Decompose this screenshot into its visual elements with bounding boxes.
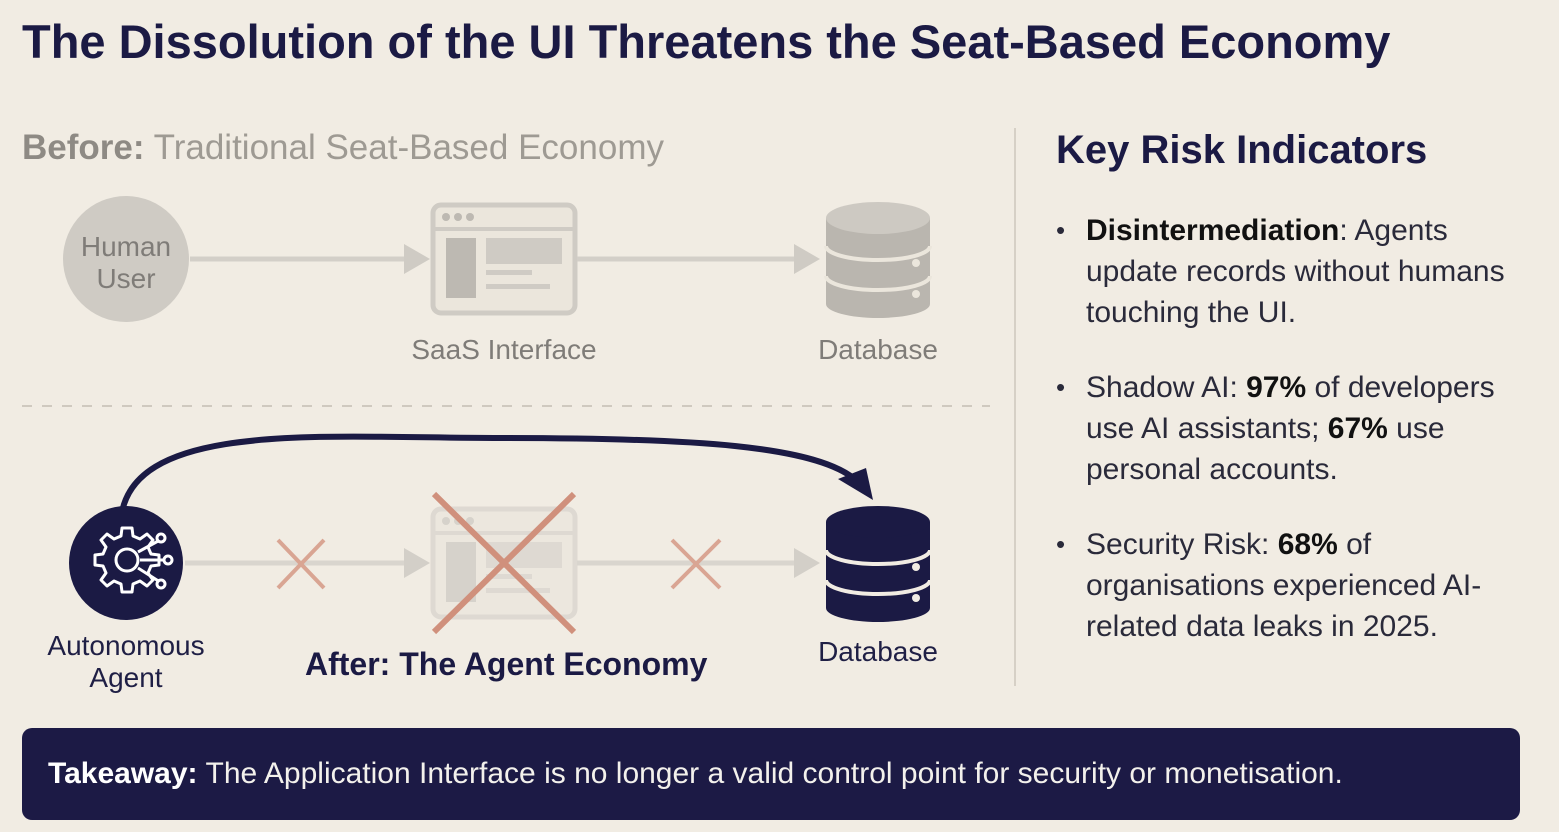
after-heading: After: The Agent Economy (305, 646, 708, 682)
saas-interface-label: SaaS Interface (411, 334, 597, 365)
flow-diagram (22, 196, 990, 635)
bullet: • (1056, 215, 1066, 245)
browser-window-icon (430, 202, 578, 316)
arrowhead-interface-to-db (794, 244, 820, 274)
agent-label-line1: Autonomous (47, 630, 205, 661)
before-heading-bold: Before: (22, 128, 145, 167)
database-icon-before (824, 202, 932, 318)
risk-item-security: • Security Risk: 68% of organisations exp… (1056, 524, 1536, 647)
risk-item-title: Disintermediation (1086, 214, 1340, 247)
human-user-label-line1: Human (80, 231, 172, 262)
faded-arrowhead-agent-to-interface (404, 548, 430, 578)
database-label-after: Database (818, 636, 938, 667)
bypass-arrow (119, 433, 861, 513)
agent-label-line2: Agent (89, 662, 163, 693)
human-user-label-line2: User (96, 263, 156, 294)
risk-stat-data-leaks: 68% (1277, 528, 1338, 561)
risk-stat-personal-accounts: 67% (1327, 412, 1388, 445)
database-label-before: Database (818, 334, 938, 365)
autonomous-agent-label: Autonomous Agent (26, 630, 226, 694)
risk-item-shadow-ai: • Shadow AI: 97% of developers use AI ass… (1056, 367, 1536, 490)
risk-item-suffix: use personal accounts. (1086, 412, 1445, 486)
risk-item-prefix: Shadow AI: (1086, 371, 1247, 404)
risk-list: • Disintermediation: Agents update record… (1056, 210, 1536, 681)
page-title: The Dissolution of the UI Threatens the … (22, 15, 1391, 68)
cross-mark-icon-2 (670, 538, 722, 590)
database-icon-after (824, 506, 932, 622)
risk-item-mid: of developers use AI assistants; (1086, 371, 1495, 445)
human-user-node (63, 196, 189, 322)
risk-item-prefix: Security Risk: (1086, 528, 1278, 561)
faded-arrowhead-interface-to-db (794, 548, 820, 578)
human-user-label: Human User (64, 231, 188, 295)
large-cross-mark-icon (431, 491, 577, 635)
takeaway-banner: Takeaway:The Application Interface is no… (22, 728, 1520, 820)
agent-gear-network-icon (69, 506, 183, 620)
vertical-divider (1014, 128, 1016, 686)
bullet: • (1056, 372, 1066, 402)
browser-window-icon-faded (430, 506, 578, 620)
before-heading: Before: Traditional Seat-Based Economy (22, 128, 664, 168)
risk-item-disintermediation: • Disintermediation: Agents update record… (1056, 210, 1536, 333)
bullet: • (1056, 529, 1066, 559)
bypass-arrowhead (838, 468, 873, 500)
risk-item-text: : Agents update records without humans t… (1086, 214, 1505, 329)
risk-heading: Key Risk Indicators (1056, 128, 1428, 172)
takeaway-label: Takeaway: (48, 757, 198, 790)
risk-stat-developers: 97% (1246, 371, 1307, 404)
arrowhead-user-to-interface (404, 244, 430, 274)
takeaway-text: The Application Interface is no longer a… (205, 757, 1343, 790)
risk-item-suffix: of organisations experienced AI-related … (1086, 528, 1482, 643)
before-heading-rest: Traditional Seat-Based Economy (144, 128, 664, 167)
cross-mark-icon (276, 538, 326, 590)
